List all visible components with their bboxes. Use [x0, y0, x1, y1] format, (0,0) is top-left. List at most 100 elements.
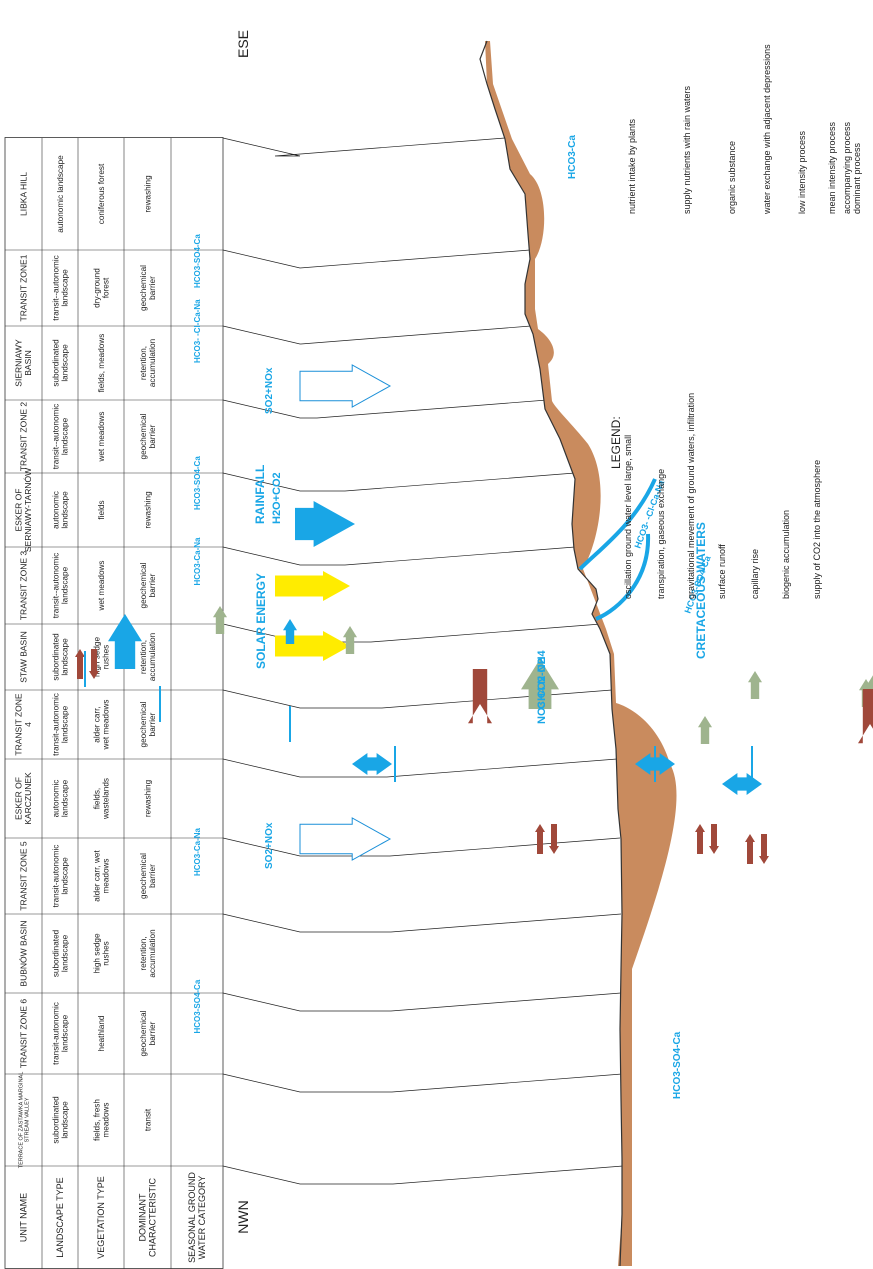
organic-release-arrow [858, 689, 873, 743]
solar-energy-arrow [275, 571, 350, 601]
unit-name-cell: TERRACE OF ZASTAWKA MARGINALSTREAM VALLE… [18, 1072, 30, 1169]
vegetation-type-cell: alder carr,wet meadows [92, 699, 110, 750]
row-header: LANDSCAPE TYPE [55, 1177, 65, 1257]
so2-nox-label: SO2+NOx [264, 822, 275, 869]
landscape-type-cell: subordinatedlandscape [51, 929, 69, 977]
legend-entry-processes: surface runoff [717, 544, 727, 599]
nutrient-supply-arrow [759, 834, 769, 864]
organic-release-arrow [468, 669, 492, 723]
nutrient-supply-arrow [549, 824, 559, 854]
direction-ese: ESE [235, 30, 251, 58]
table-border [5, 138, 223, 1269]
legend-entry-materials: supply nutrients with rain waters [682, 85, 692, 214]
nutrient-supply-arrow [709, 824, 719, 854]
vegetation-type-cell: dry-groundforest [92, 268, 110, 308]
landscape-type-cell: transit--autonomiclandscape [51, 255, 69, 321]
legend-entry-materials: water exchange with adjacent depressions [762, 44, 772, 215]
groundwater-category-cell: HCO3- -Cl-Ca-Na [193, 299, 202, 363]
landscape-type-cell: transit-autonomiclandscape [51, 1002, 69, 1065]
landscape-type-cell: transit--autonomiclandscape [51, 404, 69, 470]
direction-nwn: NWN [235, 1200, 251, 1233]
dominant-characteristic-cell: geochemicalbarrier [139, 853, 157, 899]
legend-entry-intensity: low intensity process [797, 130, 807, 214]
biogenic-accumulation-arrow [748, 671, 762, 699]
ground-surface-line [480, 41, 622, 1266]
unit-name-cell: STAW BASIN [18, 631, 28, 682]
legend-entry-intensity: mean intensity process [827, 121, 837, 214]
vegetation-type-cell: coniferous forest [97, 163, 106, 224]
legend-entry-processes: biogenic accumulation [781, 510, 791, 599]
dominant-characteristic-cell: retention,accumulation [139, 338, 157, 387]
landscape-type-cell: subordinatedlandscape [51, 339, 69, 387]
connector-line [223, 914, 621, 932]
legend-entry-intensity: dominant process [852, 142, 862, 214]
vegetation-type-cell: fields, freshmeadows [92, 1099, 110, 1141]
connector-line [223, 690, 612, 708]
landscape-type-cell: transit--autonomiclandscape [51, 553, 69, 619]
landscape-type-cell: transit-autonomiclandscape [51, 845, 69, 908]
legend-entry-processes: gravitational mevement of ground waters,… [686, 393, 696, 599]
connector-line [223, 138, 505, 156]
large-groundwater-oscillation [722, 773, 762, 795]
nutrient-intake-arrow [745, 834, 755, 864]
connector-line [223, 838, 620, 856]
groundwater-category-cell: HCO3-SO4-Ca [193, 979, 202, 1033]
so2-nox-arrow [300, 365, 390, 407]
legend-entry-processes: transpiration, gaseous exchange [656, 469, 666, 599]
legend-title: LEGEND: [609, 416, 623, 469]
vegetation-type-cell: wet meadows [97, 560, 106, 611]
landscape-type-cell: transit-autonomiclandscape [51, 693, 69, 756]
process-arrows [75, 365, 873, 864]
connector-lines [223, 138, 623, 1184]
connector-line [223, 547, 575, 565]
nutrient-intake-arrow [695, 824, 705, 854]
legend-entry-processes: supply of CO2 into the atmosphere [812, 460, 822, 599]
vegetation-type-cell: alder carr, wetmeadows [92, 850, 110, 902]
rainfall-arrow [295, 501, 355, 547]
dominant-characteristic-cell: transit [143, 1108, 152, 1131]
groundwater-category-cell: HCO3-SO4-Ca [193, 234, 202, 288]
row-header: SEASONAL GROUNDWATER CATEGORY [187, 1172, 207, 1263]
groundwater-category-cell: HCO3-Ca-Na [193, 537, 202, 586]
outflow-chem-label-2: HCO3-Ca [567, 135, 578, 179]
nutrient-intake-arrow [535, 824, 545, 854]
terrain-profile [480, 41, 676, 1266]
unit-name-cell: TRANSIT ZONE4 [14, 693, 33, 756]
large-groundwater-oscillation [352, 753, 392, 775]
unit-name-cell: ESKER OFSERNIAWY-TARNÓW [14, 468, 33, 552]
row-header: VEGETATION TYPE [96, 1176, 106, 1259]
connector-line [223, 250, 530, 268]
connector-line [223, 759, 617, 777]
biogenic-accumulation-arrow [213, 606, 227, 634]
biogenic-accumulation-arrow [698, 716, 712, 744]
groundwater-category-cell: HCO3-Ca-Na [193, 827, 202, 876]
groundwater-category-cell: HCO3-SO4-Ca [193, 456, 202, 510]
dominant-characteristic-cell: rewashing [143, 175, 152, 213]
infiltration-dominant-arrow [108, 614, 142, 669]
landscape-type-cell: subordinatedlandscape [51, 1096, 69, 1144]
vegetation-type-cell: high sedgerushes [92, 933, 110, 974]
landscape-type-cell: subordinatedlandscape [51, 633, 69, 681]
legend-entry-materials: nutrient intake by plants [627, 118, 637, 214]
connector-line [223, 326, 531, 344]
landscape-type-cell: autonomic landscape [56, 155, 65, 233]
solar-energy-label: SOLAR ENERGY [254, 573, 268, 669]
vegetation-type-cell: wet meadows [97, 411, 106, 462]
outflow-chem-label: HCO3-SO4-Ca [672, 1031, 683, 1099]
gas-composition-label-2: NO3 CO2 O2 [536, 658, 548, 724]
legend-entry-intensity: accompanying process [842, 121, 852, 214]
dominant-characteristic-cell: geochemicalbarrier [139, 562, 157, 608]
unit-name-cell: LIBKA HILL [18, 172, 28, 216]
unit-name-cell: TRANSIT ZONE 6 [18, 999, 28, 1069]
vegetation-type-cell: fields [97, 500, 106, 519]
dominant-characteristic-cell: retention,accumulation [139, 632, 157, 681]
nutrient-intake-arrow [75, 649, 85, 679]
vegetation-type-cell: fields,wastelands [92, 778, 110, 820]
dominant-characteristic-cell: rewashing [143, 491, 152, 529]
dominant-characteristic-cell: geochemicalbarrier [139, 413, 157, 459]
connector-line [223, 1074, 622, 1092]
row-header: UNIT NAME [19, 1193, 29, 1242]
so2-nox-arrow [300, 818, 390, 860]
